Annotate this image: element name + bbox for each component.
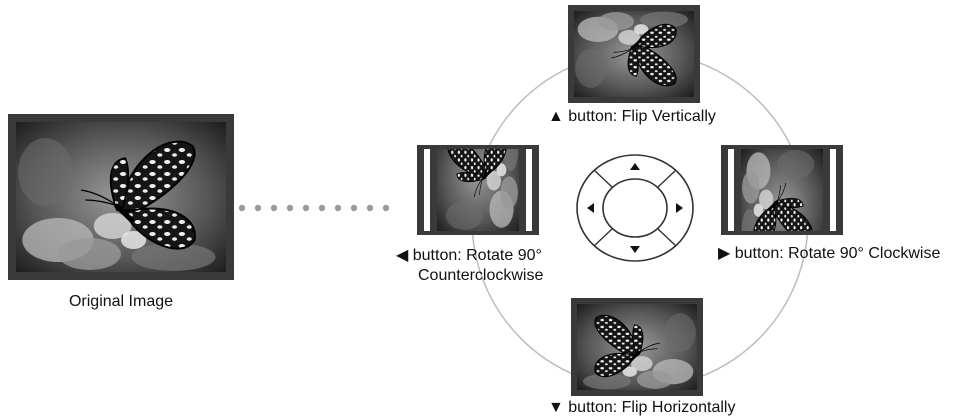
butterfly-photo-icon bbox=[437, 149, 519, 231]
butterfly-photo-icon bbox=[16, 122, 226, 272]
flip-horizontal-thumbnail bbox=[571, 298, 703, 396]
original-image-caption: Original Image bbox=[68, 293, 174, 310]
dpad-left-arrow-icon bbox=[587, 203, 594, 213]
directional-pad-icon bbox=[576, 154, 694, 262]
dpad-down-arrow-icon bbox=[630, 246, 640, 253]
flip-vertical-thumbnail bbox=[568, 5, 700, 103]
rotate-ccw-thumbnail bbox=[417, 145, 539, 235]
flip-horizontal-label: ▼ button: Flip Horizontally bbox=[548, 399, 736, 416]
dpad-up-arrow-icon bbox=[630, 163, 640, 170]
rotate-ccw-label-line1: ◀ button: Rotate 90° bbox=[396, 247, 542, 264]
butterfly-photo-icon bbox=[577, 304, 697, 390]
dotted-connector bbox=[238, 204, 390, 212]
dpad-right-arrow-icon bbox=[676, 203, 683, 213]
flip-vertical-label: ▲ button: Flip Vertically bbox=[548, 108, 716, 125]
original-image-frame bbox=[8, 114, 234, 280]
butterfly-photo-icon bbox=[574, 11, 694, 97]
rotate-ccw-label-line2: Counterclockwise bbox=[418, 267, 544, 284]
rotate-cw-thumbnail bbox=[721, 145, 843, 235]
rotate-cw-label: ▶ button: Rotate 90° Clockwise bbox=[718, 245, 941, 262]
butterfly-photo-icon bbox=[741, 149, 823, 231]
